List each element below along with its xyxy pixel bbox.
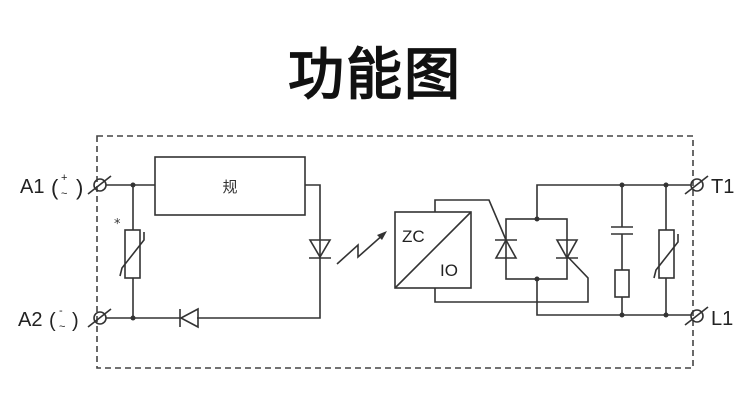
converter-top-label: ZC — [402, 227, 425, 246]
reverse-diode — [179, 307, 199, 329]
control-block-label: 规 — [222, 178, 237, 196]
paren-open: ( — [49, 310, 56, 332]
terminal-a2-label: A2 — [18, 309, 42, 331]
output-varistor — [653, 185, 679, 315]
a2-polarity: - — [59, 305, 63, 317]
varistor-note: * — [114, 217, 121, 232]
optical-coupling-arrow — [336, 231, 387, 265]
paren-close: ) — [76, 175, 83, 200]
zc-io-converter: ZC IO — [394, 199, 589, 303]
terminal-a2: A2 ( - ~ ) — [18, 305, 112, 333]
input-wiring — [106, 182, 321, 321]
converter-bottom-label: IO — [440, 261, 458, 280]
input-varistor: * — [114, 217, 145, 279]
control-block: 规 — [154, 156, 306, 216]
terminal-a1: A1 ( + ~ ) — [20, 172, 112, 200]
paren-close: ) — [72, 310, 79, 332]
paren-open: ( — [51, 175, 59, 200]
terminal-l1: L1 — [684, 306, 733, 330]
terminal-l1-label: L1 — [711, 308, 733, 330]
terminal-t1: T1 — [684, 175, 734, 198]
terminal-a1-label: A1 — [20, 176, 44, 198]
housing-boundary — [96, 135, 694, 369]
a1-ac-symbol: ~ — [61, 188, 67, 200]
antiparallel-thyristors — [494, 216, 579, 282]
page-title: 功能图 — [288, 43, 462, 108]
rc-snubber — [611, 185, 633, 315]
a2-ac-symbol: ~ — [59, 321, 65, 333]
output-wiring — [536, 182, 691, 318]
terminal-t1-label: T1 — [711, 176, 734, 198]
led-emitter — [308, 239, 332, 259]
a1-polarity: + — [61, 172, 67, 184]
